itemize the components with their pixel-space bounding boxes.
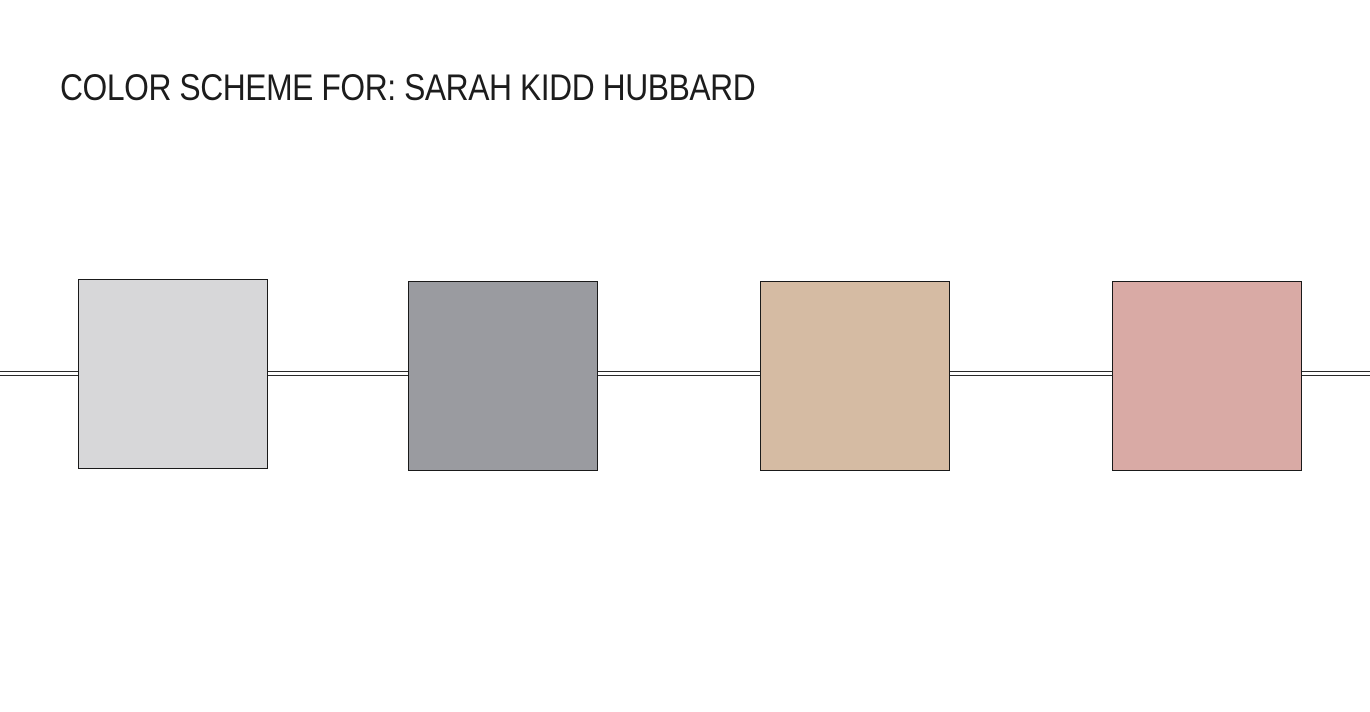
- color-swatch-1: [78, 279, 268, 469]
- color-swatch-3: [760, 281, 950, 471]
- page-title: COLOR SCHEME FOR: SARAH KIDD HUBBARD: [60, 67, 756, 108]
- connector-line-top: [0, 371, 1370, 372]
- color-swatch-2: [408, 281, 598, 471]
- connector-line-bottom: [0, 375, 1370, 376]
- color-swatch-4: [1112, 281, 1302, 471]
